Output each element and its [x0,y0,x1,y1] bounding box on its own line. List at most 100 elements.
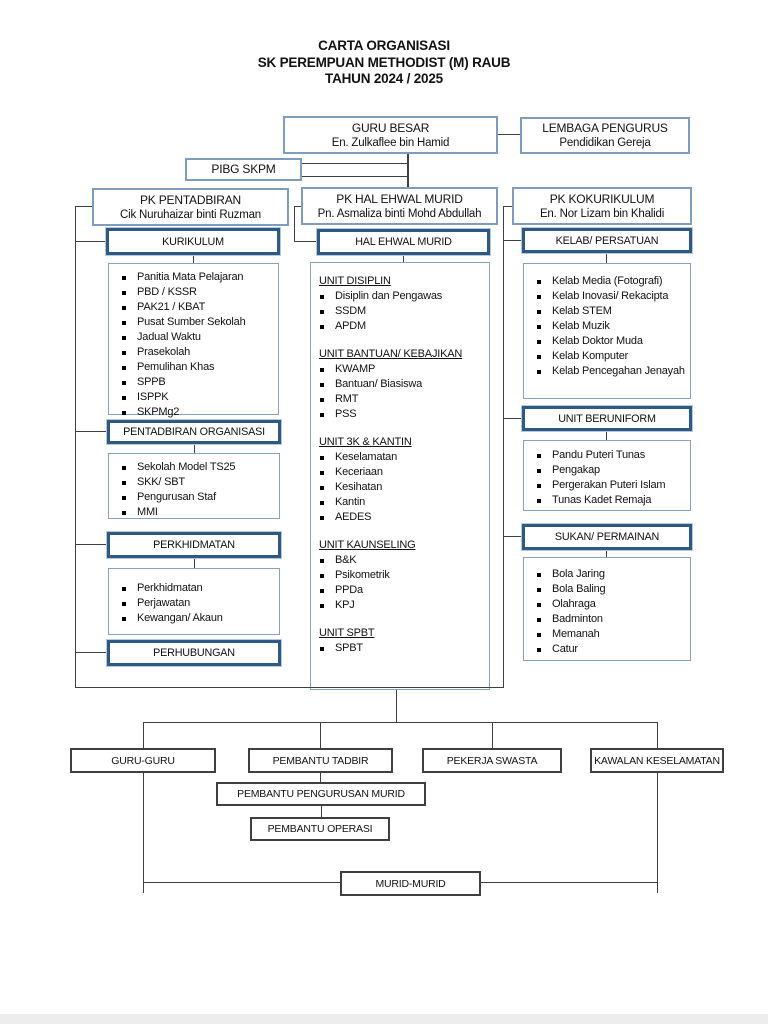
pekerja-swasta-box: PEKERJA SWASTA [422,748,562,773]
list-item-label: Memanah [552,628,600,640]
list-item: Kantin [311,495,489,510]
page-bottom-edge [0,1014,768,1024]
list-item-label: MMI [137,506,158,518]
connector-hline [75,544,108,545]
list-item: SSDM [311,304,489,319]
list-item-label: Pergerakan Puteri Islam [552,479,666,491]
pembantu-tadbir-box: PEMBANTU TADBIR [248,748,393,773]
square-bullet-icon [320,471,324,475]
unit-spbt-items: SPBT [311,641,489,656]
pk-hem-title: PK HAL EHWAL MURID [336,191,463,206]
connector-vline [403,255,404,263]
pk-kokurikulum-box: PK KOKURIKULUM En. Nor Lizam bin Khalidi [512,187,692,225]
list-item: RMT [311,392,489,407]
list-item-label: PPDa [335,584,363,596]
square-bullet-icon [537,355,541,359]
square-bullet-icon [537,454,541,458]
square-bullet-icon [320,501,324,505]
list-item: Kelab Muzik [524,319,690,334]
square-bullet-icon [122,366,126,370]
sukan-permainan-header: SUKAN/ PERMAINAN [522,524,692,550]
list-item: Kelab Media (Fotografi) [524,274,690,289]
square-bullet-icon [537,295,541,299]
connector-vline [143,772,144,893]
list-item-label: SPPB [137,376,166,388]
square-bullet-icon [537,340,541,344]
list-item: MMI [109,505,279,520]
list-item: Pengakap [524,463,690,478]
square-bullet-icon [537,484,541,488]
list-item: Sekolah Model TS25 [109,460,279,475]
list-item-label: Pusat Sumber Sekolah [137,316,246,328]
square-bullet-icon [537,588,541,592]
connector-hline [294,206,302,207]
unit-bantuan-title: UNIT BANTUAN/ KEBAJIKAN [319,348,463,360]
list-item: Keselamatan [311,450,489,465]
list-item: Pandu Puteri Tunas [524,448,690,463]
kelab-persatuan-header: KELAB/ PERSATUAN [522,228,692,253]
list-item-label: SKK/ SBT [137,476,185,488]
square-bullet-icon [320,516,324,520]
list-item: Psikometrik [311,568,489,583]
list-item-label: Kelab Media (Fotografi) [552,275,663,287]
square-bullet-icon [320,368,324,372]
square-bullet-icon [122,276,126,280]
list-item-label: Badminton [552,613,603,625]
list-item: B&K [311,553,489,568]
list-item: SKK/ SBT [109,475,279,490]
title-line-2: SK PEREMPUAN METHODIST (M) RAUB [257,54,511,70]
square-bullet-icon [122,481,126,485]
connector-vline [407,153,409,188]
list-item: Pusat Sumber Sekolah [109,315,278,330]
list-item-label: Bola Jaring [552,568,605,580]
perkhidmatan-header: PERKHIDMATAN [107,532,281,558]
hal-ehwal-murid-header: HAL EHWAL MURID [317,229,490,255]
list-item-label: Kelab Pencegahan Jenayah [552,365,685,377]
list-item: Prasekolah [109,345,278,360]
connector-hline [302,176,408,177]
guru-besar-title: GURU BESAR [351,120,430,135]
list-item: Bola Baling [524,582,690,597]
list-item-label: AEDES [335,511,372,523]
connector-vline [194,558,195,569]
unit-spbt-title: UNIT SPBT [319,627,375,639]
connector-vline [606,252,607,264]
list-item: Bola Jaring [524,567,690,582]
pk-kokurikulum-name: En. Nor Lizam bin Khalidi [539,207,665,220]
connector-hline [75,206,93,207]
square-bullet-icon [122,306,126,310]
list-item-label: Pemulihan Khas [137,361,215,373]
connector-hline [503,206,513,207]
connector-vline [143,722,144,749]
list-item-label: Keceriaan [335,466,383,478]
square-bullet-icon [320,383,324,387]
list-item: Olahraga [524,597,690,612]
square-bullet-icon [537,280,541,284]
pk-hem-name: Pn. Asmaliza binti Mohd Abdullah [317,207,482,220]
square-bullet-icon [122,411,126,415]
square-bullet-icon [122,496,126,500]
connector-hline [75,241,107,242]
pk-pentadbiran-title: PK PENTADBIRAN [140,192,241,207]
pk-hem-box: PK HAL EHWAL MURID Pn. Asmaliza binti Mo… [301,187,498,225]
pibg-label: PIBG SKPM [211,162,276,176]
list-item-label: Disiplin dan Pengawas [335,290,443,302]
list-item-label: Kelab Muzik [552,320,610,332]
list-item-label: Perkhidmatan [137,582,203,594]
list-item-label: RMT [335,393,359,405]
pembantu-operasi-box: PEMBANTU OPERASI [250,817,390,841]
square-bullet-icon [537,603,541,607]
list-item: Panitia Mata Pelajaran [109,270,278,285]
square-bullet-icon [537,310,541,314]
lembaga-line-2: Pendidikan Gereja [559,137,651,149]
list-item-label: PBD / KSSR [137,286,197,298]
unit-3k-kantin-title: UNIT 3K & KANTIN [319,436,412,448]
list-item: PAK21 / KBAT [109,300,278,315]
